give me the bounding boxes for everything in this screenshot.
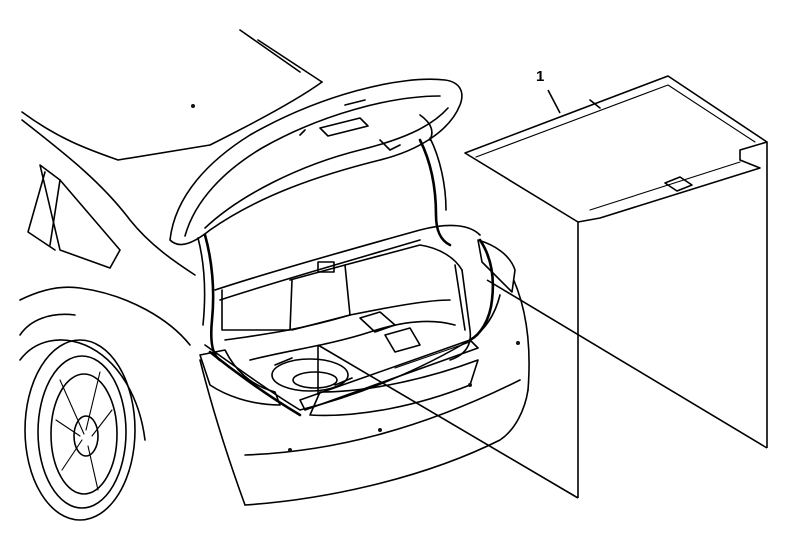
rear-wheel bbox=[19, 339, 146, 521]
vehicle-rear-body bbox=[19, 29, 530, 506]
trunk-lid bbox=[169, 78, 463, 362]
callout-number: 1 bbox=[536, 68, 544, 85]
trunk-floor-panel bbox=[464, 75, 768, 223]
trunk-cargo-area bbox=[204, 224, 501, 417]
leader-lines bbox=[317, 89, 768, 499]
callout-1: 1 bbox=[536, 68, 544, 85]
